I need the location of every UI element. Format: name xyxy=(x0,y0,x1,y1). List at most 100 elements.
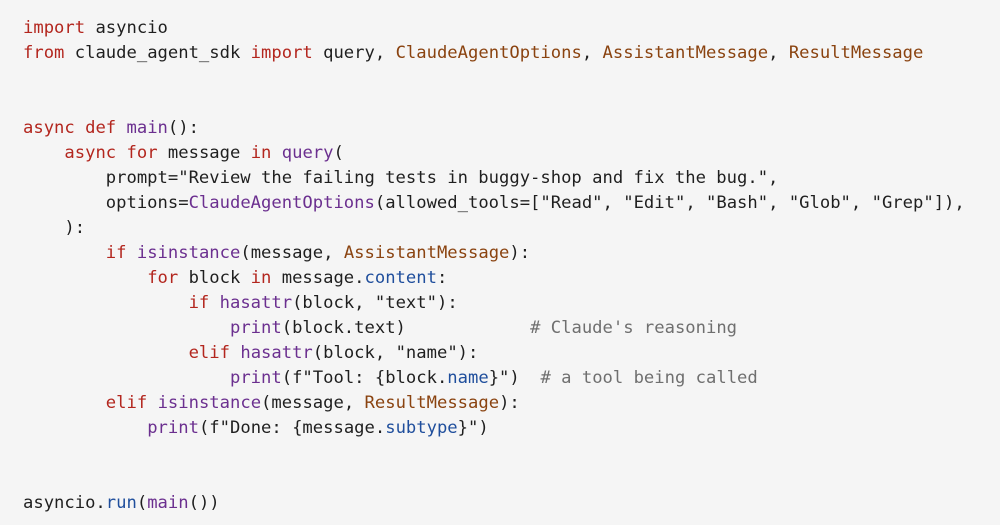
code-token: import xyxy=(23,18,86,38)
code-token: , xyxy=(768,168,779,188)
code-token: f"Tool: {block. xyxy=(292,368,448,388)
code-token: , xyxy=(850,193,872,213)
code-token: isinstance xyxy=(157,393,262,413)
code-token: hasattr xyxy=(219,293,293,313)
code-token: claude_agent_sdk xyxy=(64,43,251,63)
code-token xyxy=(23,243,106,263)
code-token xyxy=(23,143,64,163)
code-token: asyncio. xyxy=(23,493,106,513)
code-token xyxy=(23,393,106,413)
code-token: ( xyxy=(136,493,148,513)
code-token xyxy=(23,268,147,288)
code-token: , xyxy=(581,43,603,63)
code-token: ) xyxy=(509,368,541,388)
code-token xyxy=(75,118,85,138)
code-token: if xyxy=(105,243,127,263)
code-token: (block, xyxy=(312,343,396,363)
code-line: ): xyxy=(23,216,1000,241)
code-token: "Grep" xyxy=(871,193,934,213)
code-token: hasattr xyxy=(240,343,313,363)
code-token: "Glob" xyxy=(788,193,851,213)
code-token: name xyxy=(447,368,489,388)
code-token: in xyxy=(250,143,272,163)
code-token: elif xyxy=(188,343,230,363)
code-line: print(f"Done: {message.subtype}") xyxy=(23,416,1000,441)
code-token: ResultMessage xyxy=(364,393,500,413)
code-line xyxy=(23,66,1000,91)
code-token: query, xyxy=(312,43,396,63)
code-token: query xyxy=(281,143,334,163)
code-token: "Review the failing tests in buggy-shop … xyxy=(178,168,769,188)
code-token: (): xyxy=(167,118,199,138)
code-token: , xyxy=(602,193,624,213)
code-token: }" xyxy=(457,418,479,438)
code-line: async for message in query( xyxy=(23,141,1000,166)
code-token xyxy=(230,343,240,363)
code-token: elif xyxy=(105,393,148,413)
code-token: }" xyxy=(488,368,510,388)
code-token: def xyxy=(85,118,117,138)
code-line: import asyncio xyxy=(23,16,1000,41)
code-token: ClaudeAgentOptions xyxy=(188,193,375,213)
code-token: subtype xyxy=(385,418,458,438)
code-token: for xyxy=(147,268,179,288)
code-token: "Edit" xyxy=(623,193,686,213)
code-token xyxy=(23,293,189,313)
code-token: (message, xyxy=(240,243,344,263)
code-token xyxy=(23,318,230,338)
code-token: (block.text) xyxy=(281,318,531,338)
code-token: ): xyxy=(23,218,86,238)
code-token: AssistantMessage xyxy=(602,43,769,63)
code-token xyxy=(127,243,137,263)
code-line xyxy=(23,441,1000,466)
code-token xyxy=(116,118,126,138)
code-token: , xyxy=(685,193,707,213)
code-token: ) xyxy=(478,418,489,438)
code-token: if xyxy=(188,293,210,313)
code-token: in xyxy=(250,268,272,288)
code-token xyxy=(23,418,147,438)
code-token: print xyxy=(229,368,282,388)
code-token: (message, xyxy=(261,393,365,413)
code-token xyxy=(23,343,189,363)
code-line: print(f"Tool: {block.name}") # a tool be… xyxy=(23,366,1000,391)
code-token: "Bash" xyxy=(706,193,769,213)
code-line: elif isinstance(message, ResultMessage): xyxy=(23,391,1000,416)
code-line: if isinstance(message, AssistantMessage)… xyxy=(23,241,1000,266)
code-token: , xyxy=(768,43,789,63)
code-token: options= xyxy=(23,193,189,213)
code-token xyxy=(271,143,281,163)
code-token: print xyxy=(229,318,282,338)
code-token: block xyxy=(178,268,251,288)
code-token: ( xyxy=(281,368,293,388)
code-token: prompt= xyxy=(23,168,179,188)
code-token: "name" xyxy=(395,343,458,363)
code-token: ): xyxy=(457,343,479,363)
code-token: ( xyxy=(198,418,210,438)
code-token: async xyxy=(23,118,75,138)
code-token: main xyxy=(147,493,189,513)
code-token: main xyxy=(126,118,168,138)
code-token: print xyxy=(147,418,199,438)
code-token: AssistantMessage xyxy=(343,243,510,263)
code-token: content xyxy=(364,268,437,288)
code-token: (block, xyxy=(292,293,375,313)
code-line xyxy=(23,466,1000,491)
code-token xyxy=(209,293,219,313)
code-line: for block in message.content: xyxy=(23,266,1000,291)
code-token: , xyxy=(768,193,789,213)
code-token xyxy=(116,143,126,163)
code-token: ResultMessage xyxy=(788,43,924,63)
code-line xyxy=(23,91,1000,116)
code-token: run xyxy=(105,493,137,513)
code-token: message xyxy=(157,143,251,163)
code-line: options=ClaudeAgentOptions(allowed_tools… xyxy=(23,191,1000,216)
code-token: ()) xyxy=(188,493,220,513)
code-token: (allowed_tools=[ xyxy=(374,193,541,213)
code-token: for xyxy=(126,143,158,163)
code-line: print(block.text) # Claude's reasoning xyxy=(23,316,1000,341)
code-token: f"Done: {message. xyxy=(209,418,386,438)
code-token xyxy=(147,393,157,413)
code-token: message. xyxy=(271,268,365,288)
